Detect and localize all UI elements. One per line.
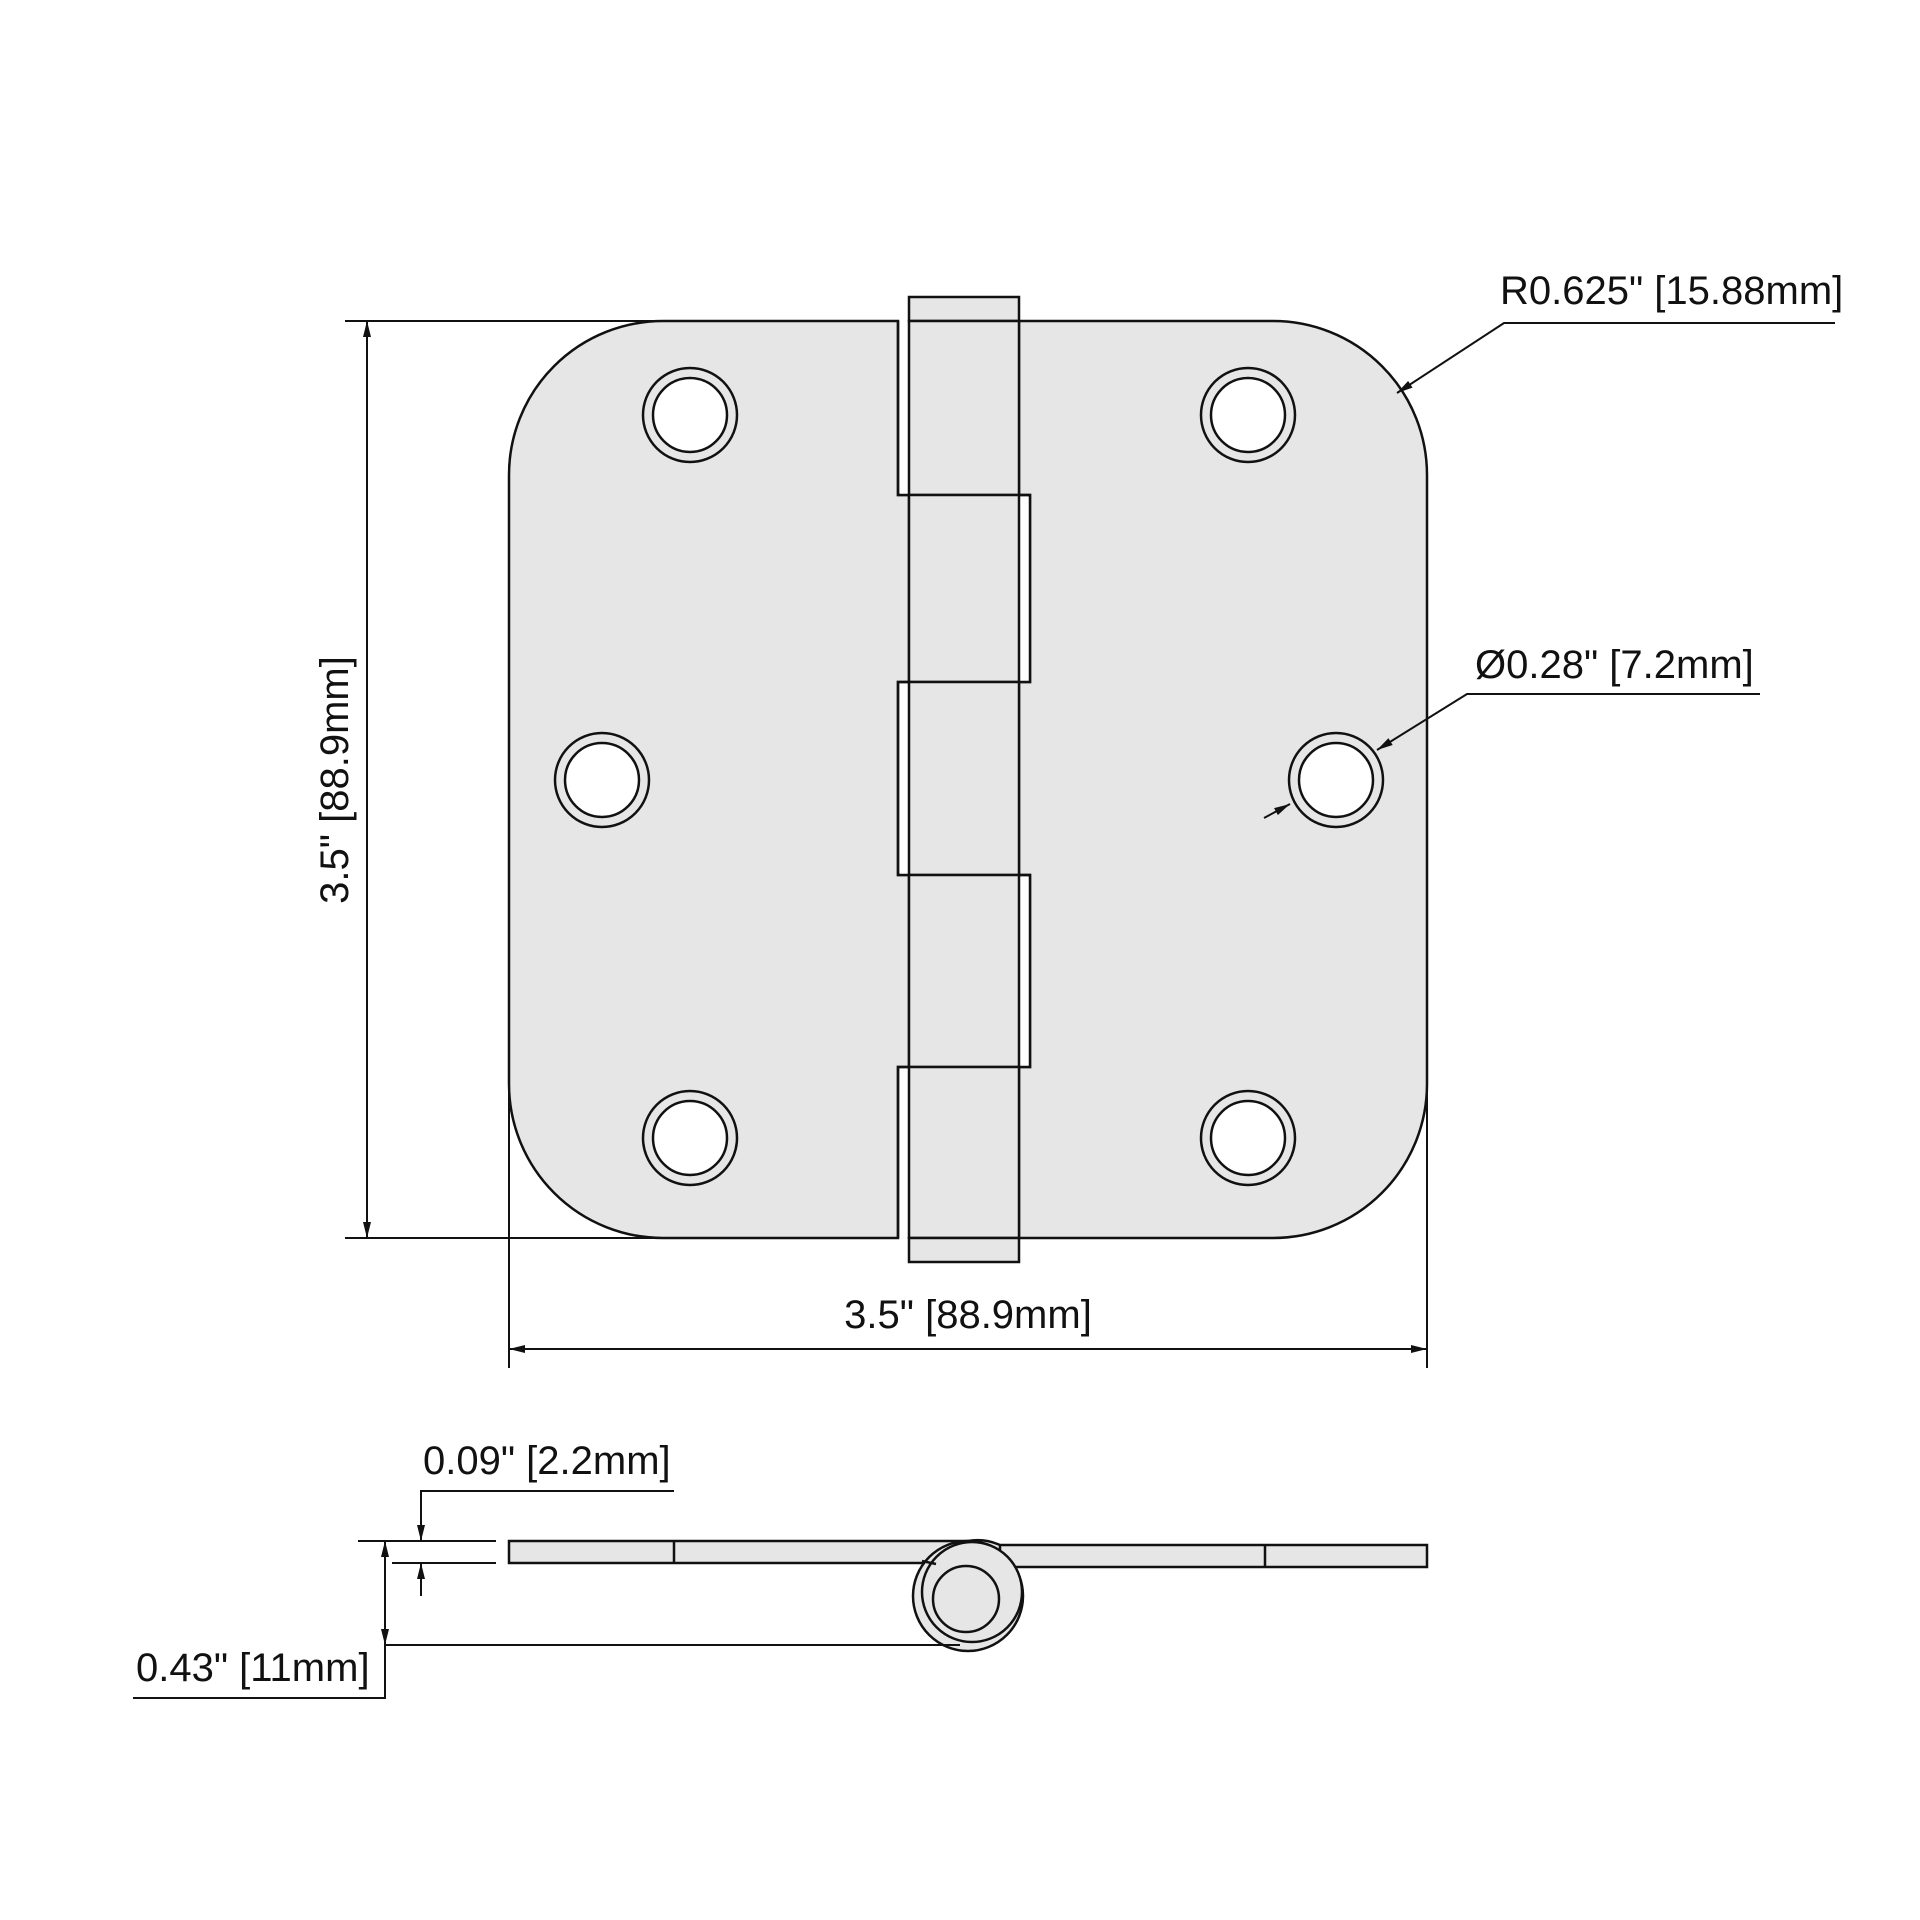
dimension-width: 3.5" [88.9mm] [844, 1293, 1092, 1337]
dimension-lines [345, 320, 1835, 1368]
knuckle-5 [907, 1065, 1021, 1240]
knuckle-4 [907, 873, 1021, 1069]
screw-hole [1199, 366, 1297, 464]
dimension-hole-diameter: Ø0.28" [7.2mm] [1475, 643, 1754, 687]
dimension-height: 3.5" [88.9mm] [313, 656, 357, 904]
dimension-corner-radius: R0.625" [15.88mm] [1500, 269, 1843, 313]
knuckle-1 [907, 319, 1021, 497]
left-leaf [507, 319, 911, 1240]
front-view [507, 295, 1429, 1264]
right-leaf [1017, 319, 1429, 1240]
knuckle-2 [907, 493, 1021, 684]
barrel-cap-top [907, 295, 1021, 323]
screw-hole [1287, 731, 1385, 829]
screw-hole [641, 1089, 739, 1187]
barrel-cap-bottom [907, 1236, 1021, 1264]
screw-holes [553, 366, 1385, 1187]
knuckle-gaps [900, 323, 1029, 1237]
screw-hole [553, 731, 651, 829]
side-dimension-lines [133, 1490, 960, 1699]
screw-hole [1199, 1089, 1297, 1187]
dimension-barrel-height: 0.43" [11mm] [136, 1646, 370, 1690]
side-view [507, 1539, 1429, 1653]
side-barrel-pin [931, 1564, 1001, 1634]
knuckle-3 [907, 680, 1021, 877]
dimension-leaf-thickness: 0.09" [2.2mm] [423, 1439, 671, 1483]
screw-hole [641, 366, 739, 464]
side-right-leaf [998, 1543, 1429, 1569]
